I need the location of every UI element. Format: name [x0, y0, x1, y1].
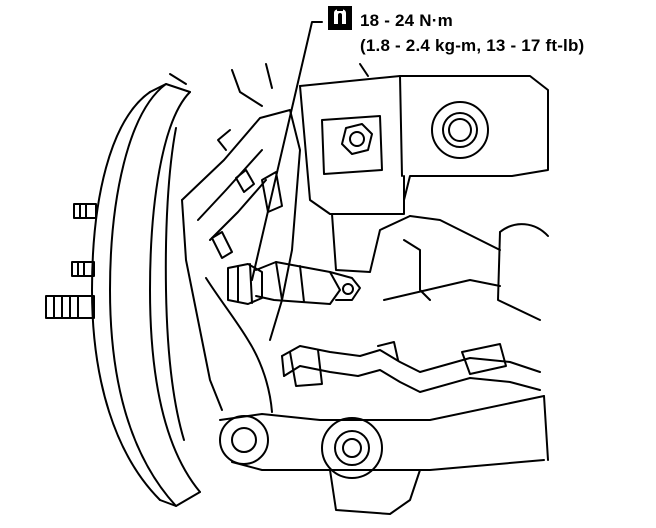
- strut-housing: [169, 63, 549, 215]
- steering-knuckle: [181, 109, 301, 413]
- lower-arm: [219, 395, 549, 515]
- lower-arm-bushing-right: [321, 417, 383, 479]
- lower-arm-bushing-left: [219, 415, 269, 465]
- sensor-rod: [255, 261, 361, 305]
- leader-line: [251, 21, 323, 281]
- wheel-stud-middle: [71, 261, 95, 277]
- torque-wrench-icon: [328, 6, 352, 30]
- wheel-stud-upper: [73, 203, 97, 219]
- brake-rotor: [91, 83, 201, 507]
- strut-bolt-right: [431, 101, 489, 159]
- strut-bolt-upper: [341, 123, 373, 155]
- mounting-bolt: [227, 263, 263, 305]
- torque-spec-label: 18 - 24 N·m (1.8 - 2.4 kg-m, 13 - 17 ft-…: [360, 8, 584, 58]
- sensor-harness: [281, 341, 541, 393]
- torque-spec-primary: 18 - 24 N·m: [360, 11, 453, 30]
- torque-spec-secondary: (1.8 - 2.4 kg-m, 13 - 17 ft-lb): [360, 36, 585, 55]
- wheel-stud-lower: [45, 295, 95, 319]
- lower-bracket: [331, 213, 549, 321]
